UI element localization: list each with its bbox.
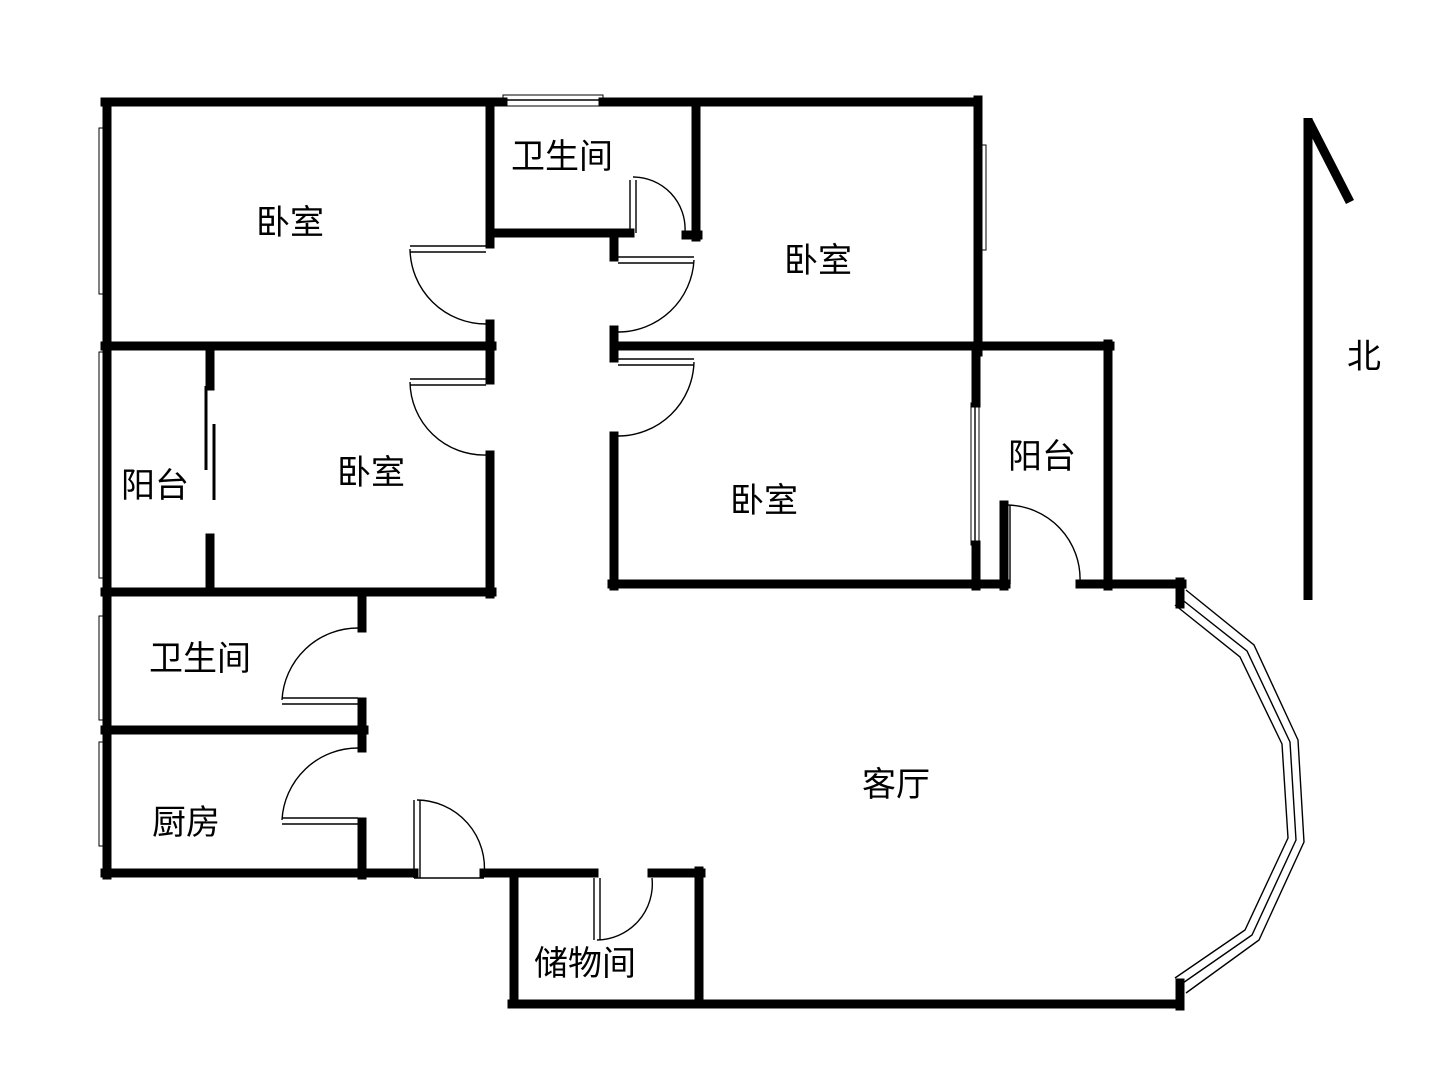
door-bath-w[interactable] (281, 627, 359, 705)
door-entrance[interactable] (413, 799, 486, 879)
label-bedroom-w: 卧室 (337, 453, 405, 493)
bay-window (1179, 597, 1297, 986)
door-storage[interactable] (593, 877, 654, 941)
door-balcony-e[interactable] (1003, 504, 1081, 584)
label-bedroom-nw: 卧室 (256, 203, 324, 243)
walls (100, 95, 1187, 1011)
label-balcony-e: 阳台 (1008, 437, 1076, 477)
label-bath-w: 卫生间 (149, 639, 251, 679)
door-bedroom-nw[interactable] (409, 245, 487, 325)
door-bedroom-w[interactable] (409, 378, 487, 456)
label-balcony-w: 阳台 (121, 466, 189, 506)
label-bath-top: 卫生间 (511, 137, 613, 177)
label-living: 客厅 (862, 765, 930, 805)
room-labels: 卧室 卫生间 卧室 阳台 卧室 卧室 阳台 卫生间 厨房 客厅 储物间 (121, 137, 1076, 984)
door-bedroom-ne[interactable] (617, 256, 695, 333)
sliding-door-balcony-w (204, 386, 216, 500)
label-bedroom-e: 卧室 (730, 481, 798, 521)
label-kitchen: 厨房 (152, 803, 220, 843)
label-bedroom-ne: 卧室 (784, 241, 852, 281)
door-bath-top[interactable] (629, 176, 686, 233)
north-arrow-head (1303, 117, 1355, 205)
label-storage: 储物间 (534, 944, 636, 984)
north-label: 北 (1347, 337, 1381, 377)
doors[interactable] (281, 176, 1081, 941)
door-kitchen[interactable] (281, 747, 359, 825)
north-arrow: 北 (1303, 117, 1381, 600)
door-bedroom-e[interactable] (617, 358, 695, 437)
